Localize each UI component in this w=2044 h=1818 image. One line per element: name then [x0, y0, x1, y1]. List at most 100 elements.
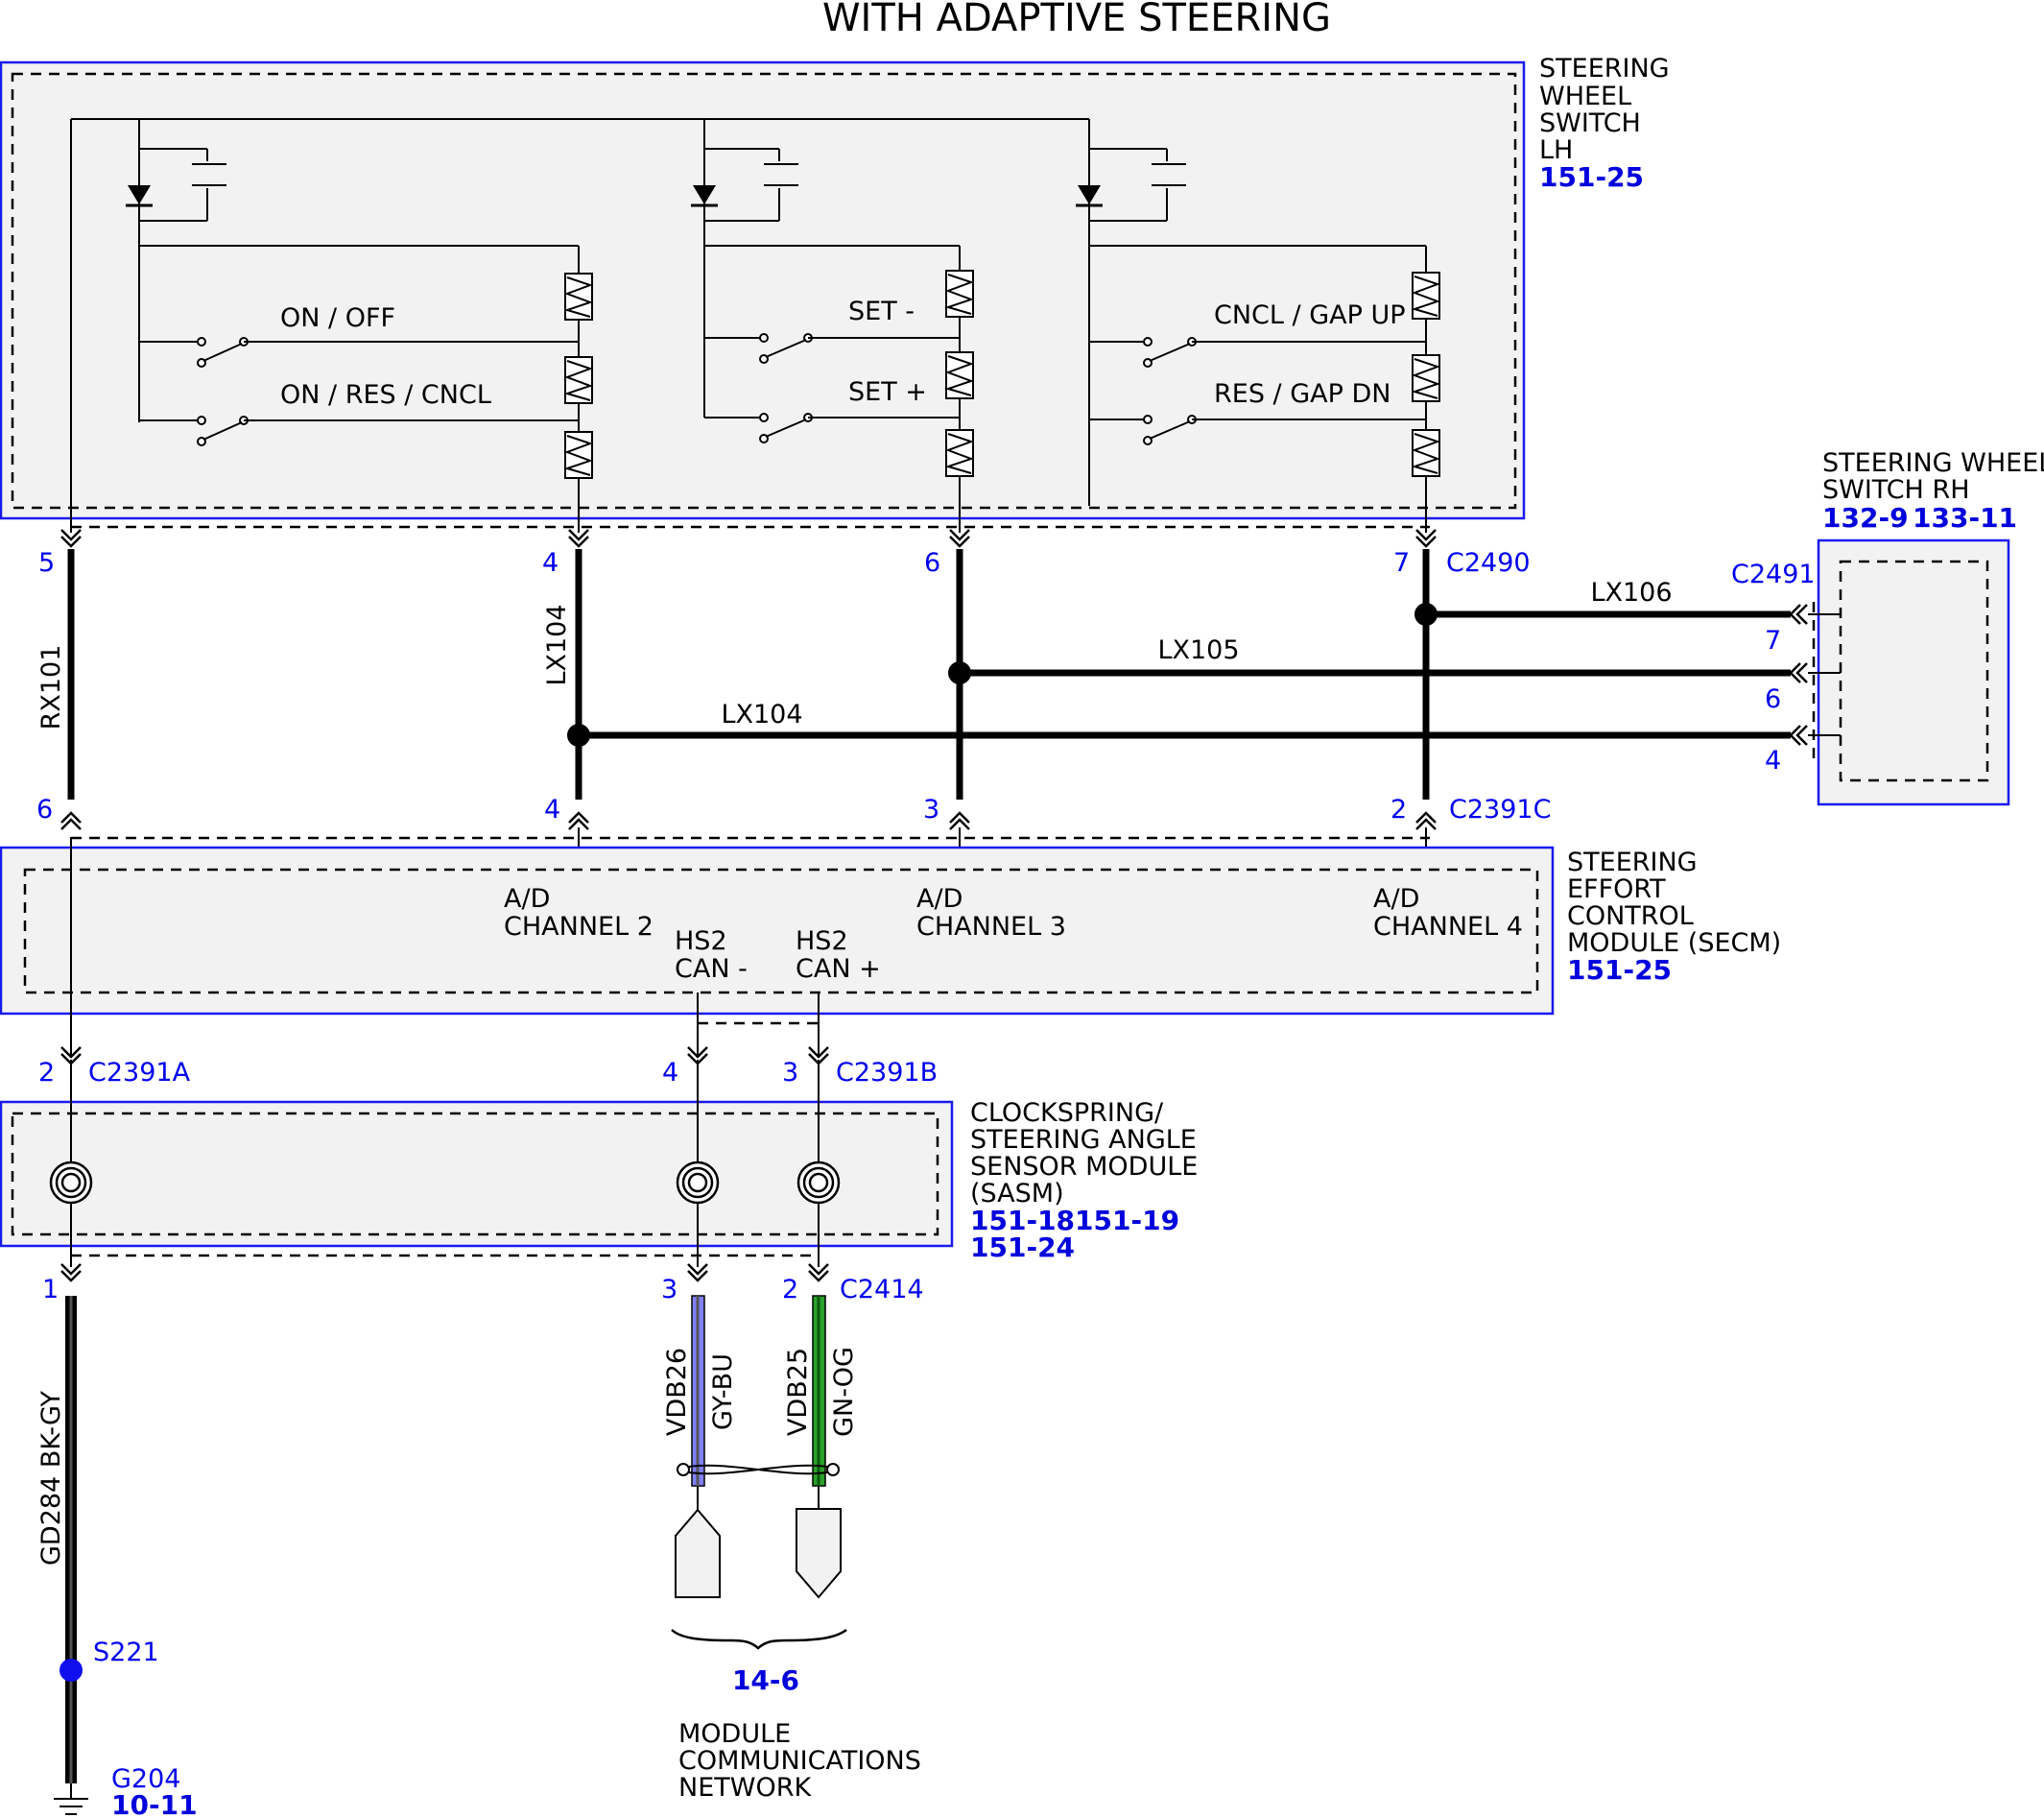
c2490-pin-lx105: 6 — [924, 548, 940, 578]
secm-ref-link[interactable]: 151-25 — [1567, 954, 1672, 986]
swlh-name-1: STEERING — [1539, 54, 1670, 84]
c2414-pin-vdb26: 3 — [661, 1275, 677, 1304]
sasm-name-4: (SASM) — [970, 1179, 1064, 1208]
c2414-pin-gd284: 1 — [42, 1275, 59, 1304]
secm-name-4: MODULE (SECM) — [1567, 928, 1781, 958]
secm-can-low-line2: CAN - — [675, 954, 748, 984]
sasm-dashed-outline — [11, 1112, 939, 1236]
sasm-name-1: CLOCKSPRING/ — [970, 1098, 1164, 1128]
swlh-internal-circuit — [70, 118, 1440, 533]
wire-lx105[interactable] — [948, 549, 1791, 800]
c2491-label[interactable]: C2491 — [1731, 560, 1816, 589]
wire-label-vdb26: VDB26 — [662, 1348, 692, 1436]
c2490-pin-lx104: 4 — [542, 548, 559, 578]
twisted-pair-icon — [677, 1463, 840, 1476]
c2414-label[interactable]: C2414 — [840, 1275, 924, 1304]
secm-ad2-line1: A/D — [504, 884, 550, 914]
clockspring-sasm-module[interactable] — [0, 1100, 954, 1248]
secm-box — [0, 846, 1555, 1016]
wire-label-lx106: LX106 — [1590, 578, 1672, 608]
swrh-ref-link-2[interactable]: 133-11 — [1913, 502, 2017, 534]
clockspring-coil-icon — [676, 1160, 720, 1205]
wire-lx106[interactable] — [1414, 549, 1791, 800]
c2491-pin-lx106: 7 — [1765, 626, 1781, 656]
c2490-pin-lx106: 7 — [1393, 548, 1410, 578]
secm-name-3: CONTROL — [1567, 901, 1694, 931]
c2414-pin-vdb25: 2 — [782, 1275, 798, 1304]
secm-ad4-line2: CHANNEL 4 — [1373, 912, 1523, 942]
ground-label: G204 — [111, 1764, 180, 1794]
sasm-ref-link-2[interactable]: 151-24 — [970, 1232, 1075, 1263]
switch-label-set-plus: SET + — [848, 377, 927, 407]
c2391c-label[interactable]: C2391C — [1449, 795, 1551, 825]
connector-c2391b[interactable] — [687, 1021, 829, 1065]
c2391c-pin-lx106: 2 — [1390, 795, 1407, 825]
secm-name-1: STEERING — [1567, 848, 1698, 877]
swrh-ref-link-1[interactable]: 132-9 — [1822, 502, 1909, 534]
switch-label-res-gap-dn: RES / GAP DN — [1214, 379, 1390, 409]
secm-ad3-line2: CHANNEL 3 — [916, 912, 1066, 942]
secm-name-2: EFFORT — [1567, 874, 1666, 904]
swrh-dashed-outline — [1839, 560, 1989, 782]
swlh-dashed-outline — [11, 72, 1517, 510]
switch-label-set-minus: SET - — [848, 297, 915, 326]
c2391a-label[interactable]: C2391A — [88, 1058, 191, 1088]
secm-ad3-line1: A/D — [916, 884, 963, 914]
secm-ad4-line1: A/D — [1373, 884, 1419, 914]
switch-label-on-res-cncl: ON / RES / CNCL — [280, 380, 491, 410]
steering-wheel-switch-lh[interactable] — [0, 60, 1526, 520]
swlh-name-4: LH — [1539, 135, 1573, 165]
wire-color-label-gy-bu: GY-BU — [708, 1353, 738, 1430]
c2490-pin-rx101: 5 — [38, 548, 55, 578]
sasm-ref-link-1[interactable]: 151-18151-19 — [970, 1205, 1179, 1236]
c2391c-pin-lx105: 3 — [923, 795, 939, 825]
wire-label-gd284: GD284 BK-GY — [36, 1390, 66, 1566]
wire-lx104[interactable] — [567, 549, 1791, 800]
steering-effort-control-module[interactable] — [0, 846, 1555, 1016]
wire-label-rx101: RX101 — [36, 645, 66, 730]
steering-wheel-switch-rh[interactable] — [1817, 538, 2010, 806]
swlh-name-2: WHEEL — [1539, 82, 1631, 111]
c2391b-pin-can-high: 3 — [782, 1058, 798, 1088]
wire-label-lx104-vertical: LX104 — [542, 604, 572, 685]
network-name-1: MODULE — [678, 1719, 791, 1749]
network-name-2: COMMUNICATIONS — [678, 1746, 921, 1776]
c2391b-label[interactable]: C2391B — [836, 1058, 938, 1088]
splice-label: S221 — [93, 1638, 159, 1667]
c2490-label[interactable]: C2490 — [1446, 548, 1531, 578]
network-ref-link[interactable]: 14-6 — [732, 1664, 799, 1696]
swrh-name-2: SWITCH RH — [1822, 475, 1970, 505]
c2391a-pin: 2 — [38, 1058, 55, 1088]
secm-can-high-line2: CAN + — [796, 954, 881, 984]
ground-ref-link[interactable]: 10-11 — [111, 1789, 198, 1818]
splice-s221[interactable] — [59, 1659, 83, 1682]
c2491-pin-lx104: 4 — [1765, 746, 1781, 776]
network-connector-down-icon[interactable] — [796, 1486, 842, 1599]
ground-icon — [54, 1783, 88, 1815]
sasm-name-3: SENSOR MODULE — [970, 1152, 1198, 1182]
clockspring-coil-icon — [49, 1160, 93, 1205]
switch-label-cncl-gap-up: CNCL / GAP UP — [1214, 300, 1406, 330]
swrh-box — [1817, 538, 2010, 806]
network-connector-up-icon[interactable] — [675, 1486, 721, 1598]
sasm-box — [0, 1100, 954, 1248]
secm-dashed-outline — [23, 868, 1539, 994]
secm-ad2-line2: CHANNEL 2 — [504, 912, 654, 942]
connector-c2414[interactable] — [60, 1254, 829, 1282]
secm-can-low-line1: HS2 — [675, 926, 727, 956]
wire-label-vdb25: VDB25 — [783, 1348, 813, 1436]
c2491-pin-lx105: 6 — [1765, 684, 1781, 714]
connector-c2490[interactable] — [60, 525, 1437, 548]
wire-vdb25[interactable] — [812, 1295, 826, 1487]
clockspring-coil-icon — [796, 1160, 841, 1205]
wire-color-label-gn-og: GN-OG — [829, 1347, 859, 1437]
wire-vdb26[interactable] — [691, 1295, 705, 1487]
swlh-box — [0, 60, 1526, 520]
wire-label-lx105: LX105 — [1157, 635, 1239, 665]
swlh-ref-link[interactable]: 151-25 — [1539, 161, 1644, 193]
bracket-icon — [671, 1628, 847, 1650]
network-name-3: NETWORK — [678, 1773, 812, 1803]
swlh-name-3: SWITCH — [1539, 108, 1641, 138]
wire-label-lx104-horizontal: LX104 — [721, 700, 802, 730]
secm-can-high-line1: HS2 — [796, 926, 848, 956]
